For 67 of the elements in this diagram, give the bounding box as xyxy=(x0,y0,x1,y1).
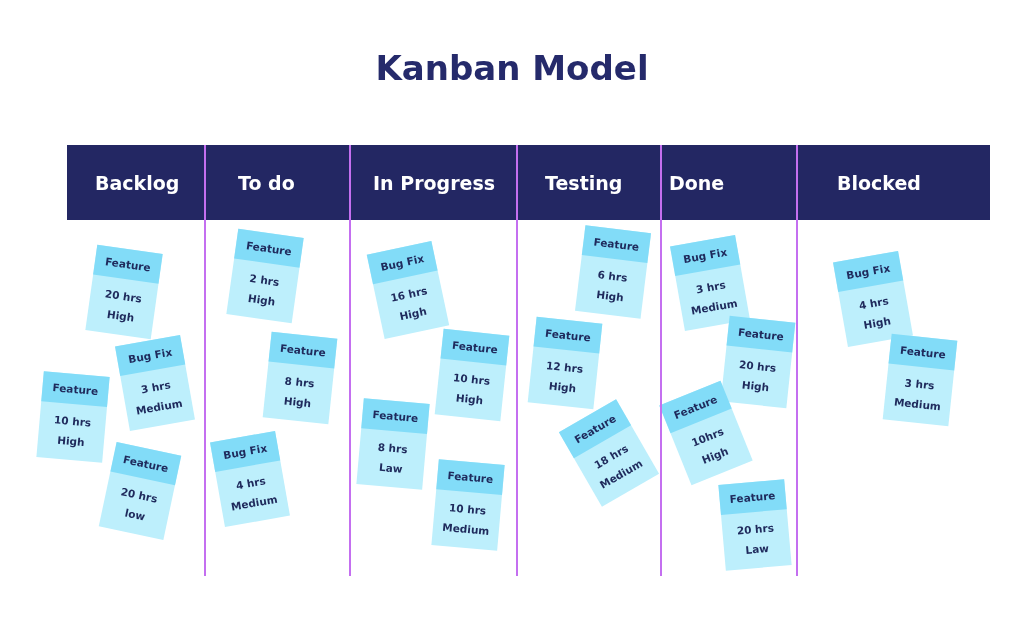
column-title: In Progress xyxy=(373,171,496,194)
task-priority: High xyxy=(594,287,626,306)
task-type: Feature xyxy=(533,316,603,354)
task-priority: High xyxy=(397,303,429,325)
task-hours: 3 hrs xyxy=(138,377,173,398)
task-hours: 8 hrs xyxy=(376,439,410,458)
task-priority: High xyxy=(454,390,485,409)
task-type: Feature xyxy=(110,442,182,486)
task-type: Feature xyxy=(888,333,958,371)
task-priority: Medium xyxy=(133,395,185,419)
task-type: Feature xyxy=(41,371,110,407)
task-type: Bug Fix xyxy=(833,250,904,292)
task-hours: 3 hrs xyxy=(693,277,728,298)
diagram-title: Kanban Model xyxy=(374,48,650,88)
task-hours: 10 hrs xyxy=(447,500,488,519)
task-hours: 20 hrs xyxy=(737,357,778,376)
task-card xyxy=(36,371,110,463)
column-title: Testing xyxy=(545,171,623,194)
task-hours: 12 hrs xyxy=(544,358,585,377)
column-header xyxy=(205,145,350,220)
task-priority: High xyxy=(282,393,313,412)
column-header xyxy=(350,145,517,220)
task-hours: 4 hrs xyxy=(233,473,268,494)
task-hours: 4 hrs xyxy=(856,293,891,314)
column-title: Blocked xyxy=(837,171,921,194)
task-type: Feature xyxy=(726,315,796,353)
task-type: Feature xyxy=(718,479,787,515)
task-priority: High xyxy=(740,377,771,396)
task-hours: 20 hrs xyxy=(103,286,144,307)
task-priority: High xyxy=(105,306,137,326)
task-type: Feature xyxy=(268,331,338,369)
task-type: Bug Fix xyxy=(670,234,741,276)
task-type: Feature xyxy=(234,228,304,268)
task-hours: 10 hrs xyxy=(451,370,492,389)
task-hours: 6 hrs xyxy=(595,267,630,286)
task-hours: 2 hrs xyxy=(247,270,282,290)
task-type: Bug Fix xyxy=(210,430,281,472)
task-hours: 16 hrs xyxy=(388,283,430,306)
column-title: Done xyxy=(669,171,725,194)
task-priority: Medium xyxy=(228,491,280,515)
column-header xyxy=(517,145,661,220)
task-priority: High xyxy=(246,290,278,310)
task-priority: Law xyxy=(377,459,405,477)
task-type: Bug Fix xyxy=(115,334,186,376)
task-hours: 3 hrs xyxy=(903,375,937,394)
column-header xyxy=(67,145,205,220)
column-header xyxy=(661,145,797,220)
task-priority: Medium xyxy=(440,519,491,539)
task-priority: Law xyxy=(743,540,771,558)
task-type: Bug Fix xyxy=(366,241,438,285)
task-priority: Medium xyxy=(892,394,943,415)
task-type: Feature xyxy=(581,225,651,264)
task-priority: High xyxy=(55,432,87,451)
column-header xyxy=(797,145,990,220)
task-priority: High xyxy=(861,313,893,333)
task-type: Feature xyxy=(93,244,163,284)
task-type: Feature xyxy=(436,459,505,495)
task-hours: 8 hrs xyxy=(283,373,317,392)
task-priority: High xyxy=(547,378,578,397)
task-hours: 10 hrs xyxy=(52,412,93,431)
task-hours: 20 hrs xyxy=(118,484,160,507)
task-type: Feature xyxy=(440,328,510,366)
column-title: Backlog xyxy=(95,171,180,194)
column-title: To do xyxy=(238,171,295,194)
task-type: Feature xyxy=(361,398,430,434)
task-priority: low xyxy=(122,505,148,525)
task-hours: 20 hrs xyxy=(735,520,776,539)
